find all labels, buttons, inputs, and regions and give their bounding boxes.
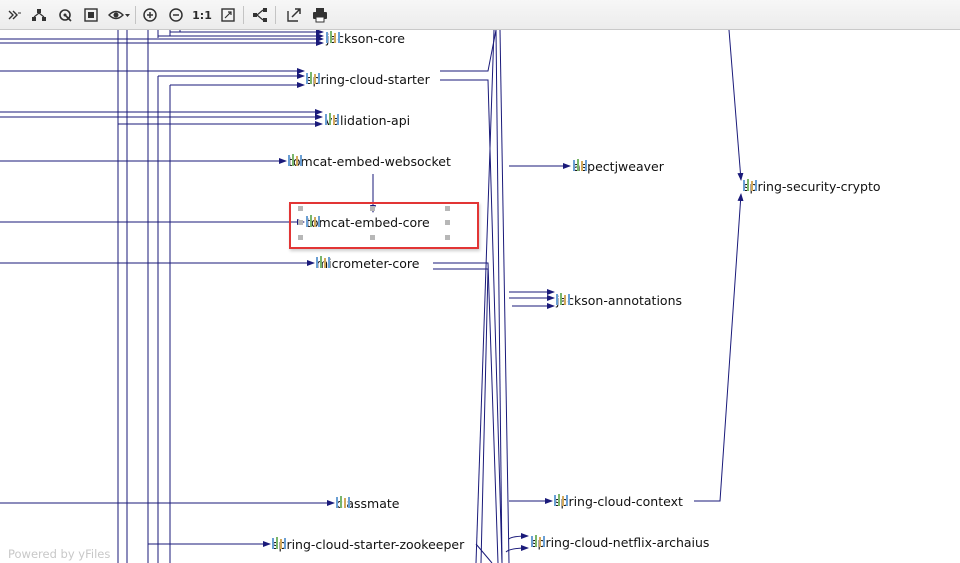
node-label: spring-security-crypto <box>743 179 881 194</box>
node-spring-cloud-starter[interactable]: spring-cloud-starter <box>306 72 430 87</box>
edge <box>475 30 495 563</box>
powered-by-watermark: Powered by yFiles <box>8 547 111 561</box>
export-icon[interactable] <box>283 4 305 26</box>
edge <box>728 30 744 181</box>
node-validation-api[interactable]: validation-api <box>325 113 410 128</box>
node-jackson-annotations[interactable]: jackson-annotations <box>556 293 682 308</box>
edge <box>508 533 529 540</box>
resize-handle[interactable] <box>445 220 450 225</box>
resize-handle[interactable] <box>370 235 375 240</box>
edge <box>499 30 510 563</box>
dependency-diagram[interactable]: jackson-core spring-cloud-starter valida… <box>0 30 960 563</box>
node-label: jackson-core <box>326 31 405 46</box>
node-label: spring-cloud-netflix-archaius <box>531 535 710 550</box>
node-label: micrometer-core <box>316 256 420 271</box>
node-label: spring-cloud-starter <box>306 72 430 87</box>
resize-handle[interactable] <box>298 235 303 240</box>
node-label: spring-cloud-context <box>554 494 683 509</box>
resize-handle[interactable] <box>445 235 450 240</box>
resize-handle[interactable] <box>445 206 450 211</box>
library-icon <box>306 72 320 84</box>
library-icon <box>288 154 302 166</box>
node-tomcat-embed-websocket[interactable]: tomcat-embed-websocket <box>288 154 451 169</box>
fit-content-icon[interactable] <box>80 4 102 26</box>
node-label: tomcat-embed-core <box>306 215 430 230</box>
actual-size-button[interactable]: 1:1 <box>192 8 212 22</box>
library-icon <box>336 496 350 508</box>
edge <box>475 543 493 563</box>
resize-handle[interactable] <box>298 220 303 225</box>
node-label: spring-cloud-starter-zookeeper <box>272 537 465 552</box>
node-label: validation-api <box>325 113 411 128</box>
edge <box>505 545 529 553</box>
node-spring-cloud-context[interactable]: spring-cloud-context <box>554 494 683 509</box>
zoom-in-icon[interactable] <box>139 4 161 26</box>
node-spring-cloud-netflix-archaius[interactable]: spring-cloud-netflix-archaius <box>531 535 709 550</box>
node-spring-cloud-starter-zookeeper[interactable]: spring-cloud-starter-zookeeper <box>272 537 464 552</box>
node-classmate[interactable]: classmate <box>336 496 399 511</box>
toolbar-separator <box>135 6 136 24</box>
zoom-out-icon[interactable] <box>165 4 187 26</box>
fit-window-icon[interactable] <box>217 4 239 26</box>
library-icon <box>326 31 340 43</box>
edge <box>433 262 499 563</box>
edge <box>433 268 489 563</box>
navigate-icon[interactable] <box>54 4 76 26</box>
eye-icon[interactable] <box>106 4 132 26</box>
edges-layer <box>0 30 744 563</box>
library-icon <box>573 159 587 171</box>
node-label: aspectjweaver <box>573 159 664 174</box>
share-icon[interactable] <box>249 4 271 26</box>
library-icon <box>325 113 339 125</box>
node-micrometer-core[interactable]: micrometer-core <box>316 256 419 271</box>
edge <box>440 30 497 72</box>
edge <box>694 193 744 502</box>
edge <box>495 30 503 563</box>
library-icon <box>531 535 545 547</box>
library-icon <box>306 215 320 227</box>
node-tomcat-embed-core[interactable]: tomcat-embed-core <box>306 215 430 230</box>
toolbar-separator <box>275 6 276 24</box>
diagram-toolbar: 1:1 <box>0 0 960 30</box>
library-icon <box>316 256 330 268</box>
edge <box>440 79 503 563</box>
node-aspectjweaver[interactable]: aspectjweaver <box>573 159 664 174</box>
node-jackson-core[interactable]: jackson-core <box>326 31 405 46</box>
library-icon <box>554 494 568 506</box>
resize-handle[interactable] <box>298 206 303 211</box>
node-label: classmate <box>336 496 400 511</box>
toolbar-separator <box>243 6 244 24</box>
resize-handle[interactable] <box>370 206 375 211</box>
library-icon <box>272 537 286 549</box>
library-icon <box>743 179 757 191</box>
node-label: tomcat-embed-websocket <box>288 154 451 169</box>
node-label: jackson-annotations <box>556 293 683 308</box>
node-spring-security-crypto[interactable]: spring-security-crypto <box>743 179 881 194</box>
hierarchy-icon[interactable] <box>28 4 50 26</box>
double-chevron-icon[interactable] <box>4 4 26 26</box>
selection-box <box>289 202 479 249</box>
library-icon <box>556 293 570 305</box>
print-icon[interactable] <box>309 4 331 26</box>
